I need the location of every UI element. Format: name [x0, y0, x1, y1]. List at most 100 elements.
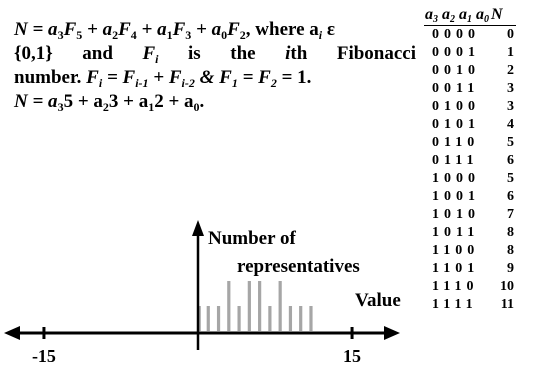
header-n: N — [490, 6, 516, 26]
header-a2-sub: 2 — [450, 14, 455, 25]
expanded-s2: 2 — [102, 100, 109, 114]
table-cell-n: 8 — [507, 243, 514, 258]
table-row: 1001 6 — [424, 188, 516, 206]
table-cell-n: 7 — [507, 207, 514, 222]
table-cell-bits: 0101 — [432, 117, 480, 132]
table-cell-bits: 1100 — [432, 243, 480, 258]
y-axis-label-line2: representatives — [237, 256, 360, 277]
table-cell-bits: 1000 — [432, 171, 480, 186]
header-a0: a — [476, 6, 484, 23]
table-cell-n: 8 — [507, 225, 514, 240]
recurrence-plus: + F — [148, 67, 182, 88]
table-row: 1100 8 — [424, 242, 516, 260]
histogram-bar — [288, 306, 293, 331]
formula-line-3: number. Fi = Fi-1 + Fi-2 & F1 = F2 = 1. — [14, 66, 416, 90]
description-paragraph: N = a3F5 + a2F4 + a1F3 + a0F2, where ai … — [14, 18, 416, 114]
table-cell-bits: 1111 — [432, 297, 478, 312]
table-cell-bits: 1110 — [432, 279, 479, 294]
histogram-bar — [247, 281, 251, 331]
sub-2: 2 — [239, 28, 246, 42]
is-the-text: is the — [188, 43, 286, 64]
tick-label-right: 15 — [343, 346, 361, 366]
table-cell-n: 0 — [507, 27, 514, 42]
table-cell-n: 3 — [507, 81, 514, 96]
ith-i: i — [285, 43, 291, 64]
expanded-s3: 3 — [57, 100, 64, 114]
F-2: F — [227, 19, 240, 40]
header-a1-sub: 1 — [467, 14, 472, 25]
fibonacci-text: th Fibonacci — [290, 43, 417, 64]
histogram-bar — [268, 306, 272, 331]
table-cell-bits: 1010 — [432, 207, 480, 222]
expanded-s0: 0 — [193, 100, 200, 114]
recurrence-eq: = F — [102, 67, 136, 88]
x-axis-left-arrow — [4, 326, 20, 340]
table-cell-bits: 0011 — [432, 81, 480, 96]
recurrence-sub2: i-2 — [181, 76, 195, 90]
table-row: 1110 10 — [424, 278, 516, 296]
recurrence-sub3: 1 — [231, 76, 238, 90]
histogram-bar — [309, 306, 313, 331]
table-cell-n: 5 — [507, 135, 514, 150]
recurrence-Fsub: i — [98, 76, 103, 90]
expanded-e: . — [199, 91, 205, 112]
table-cell-n: 2 — [507, 63, 514, 78]
table-cell-bits: 0111 — [432, 153, 479, 168]
x-axis-right-arrow — [384, 326, 400, 340]
table-cell-n: 1 — [507, 45, 514, 60]
table-row: 0001 1 — [424, 44, 516, 62]
table-cell-bits: 1001 — [432, 189, 480, 204]
histogram-bar — [278, 281, 282, 331]
expanded-d: 2 + a — [154, 91, 194, 112]
plus-a1: + a — [136, 19, 167, 40]
histogram-bar — [206, 306, 210, 331]
header-a1: a — [459, 6, 467, 23]
table-row: 1011 8 — [424, 224, 516, 242]
header-bits: a3 a2 a1 a0 — [424, 6, 490, 26]
F-4: F — [118, 19, 131, 40]
histogram-bar — [258, 281, 262, 331]
table-cell-bits: 0100 — [432, 99, 480, 114]
where-text: , where a — [245, 19, 319, 40]
recurrence-F: F — [86, 67, 99, 88]
header-a3-sub: 3 — [433, 14, 438, 25]
table-cell-n: 9 — [507, 261, 514, 276]
sub-5: 5 — [76, 28, 83, 42]
epsilon-symbol: ε — [322, 19, 336, 40]
sub-a2: 2 — [112, 28, 119, 42]
y-axis-arrow — [192, 220, 204, 236]
table-row: 1010 7 — [424, 206, 516, 224]
table-cell-bits: 1101 — [432, 261, 480, 276]
recurrence-end: = 1. — [276, 67, 312, 88]
sub-a0: 0 — [221, 28, 228, 42]
sub-a1: 1 — [166, 28, 173, 42]
sub-4: 4 — [130, 28, 137, 42]
expanded-a: N = a — [14, 91, 58, 112]
sub-3: 3 — [185, 28, 192, 42]
F-i-sub: i — [155, 52, 159, 66]
expanded-c: 3 + a — [108, 91, 149, 112]
expanded-s1: 1 — [148, 100, 155, 114]
F-5: F — [63, 19, 77, 40]
header-a2: a — [442, 6, 450, 23]
plus-a0: + a — [191, 19, 222, 40]
x-axis-label: Value — [355, 290, 401, 311]
histogram-bars — [197, 281, 313, 331]
formula-line-2: {0,1} and Fi is the ith Fibonacci — [14, 42, 416, 66]
table-cell-bits: 0001 — [432, 45, 480, 60]
recurrence-amp: & F — [194, 67, 232, 88]
expanded-b: 5 + a — [63, 91, 103, 112]
table-row: 0011 3 — [424, 80, 516, 98]
histogram-bar — [237, 306, 241, 331]
table-cell-n: 6 — [507, 189, 514, 204]
table-cell-n: 10 — [500, 279, 514, 294]
table-cell-bits: 1011 — [432, 225, 480, 240]
